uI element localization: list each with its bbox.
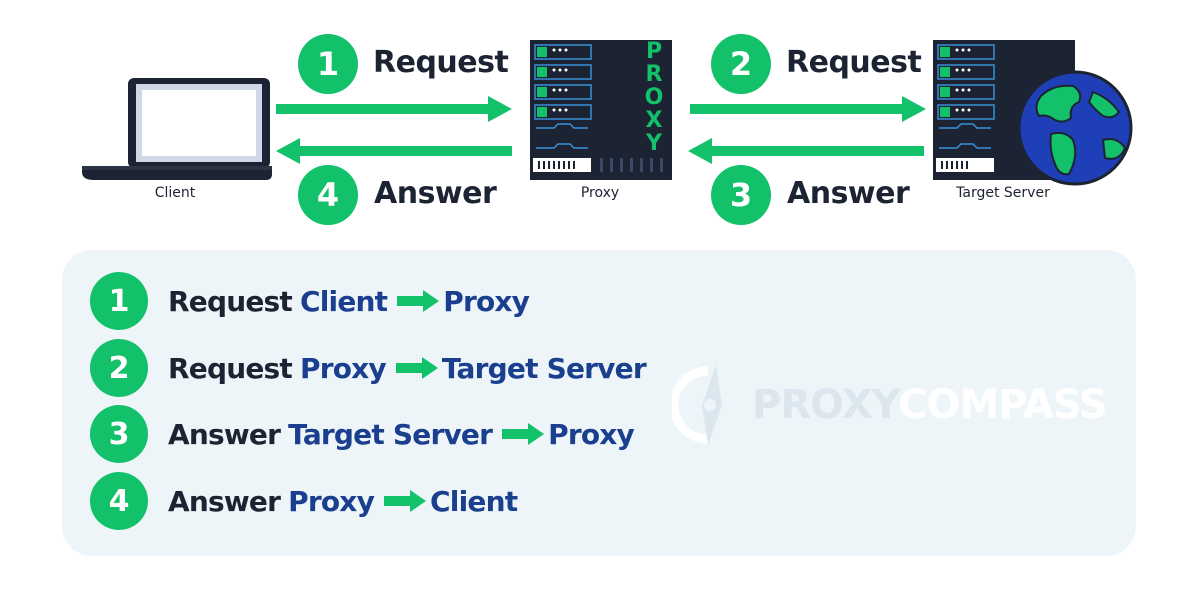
legend-panel bbox=[62, 250, 1136, 556]
legend-row: 4 Answer Proxy Client bbox=[90, 472, 518, 530]
legend-badge: 1 bbox=[90, 272, 148, 330]
legend-from: Proxy bbox=[299, 351, 387, 385]
step-3-label: Answer bbox=[787, 176, 910, 211]
proxy-sign-letter: O bbox=[644, 85, 664, 110]
proxy-sign-letter: P bbox=[645, 39, 663, 64]
watermark-part2: COMPASS bbox=[898, 382, 1108, 428]
legend-from: Client bbox=[299, 284, 388, 318]
legend-badge: 2 bbox=[90, 339, 148, 397]
arrow-right-icon bbox=[690, 96, 926, 122]
laptop-icon bbox=[82, 78, 272, 180]
proxy-sign: P R O X Y bbox=[642, 40, 666, 155]
legend-to: Target Server bbox=[441, 351, 647, 385]
legend-action: Answer bbox=[168, 484, 281, 518]
watermark: PROXYCOMPASS bbox=[672, 365, 1112, 445]
step-2-label: Request bbox=[786, 45, 922, 80]
legend-row: 1 Request Client Proxy bbox=[90, 272, 530, 330]
legend-to: Client bbox=[430, 484, 518, 518]
client-label: Client bbox=[154, 185, 196, 201]
watermark-part1: PROXY bbox=[752, 382, 899, 428]
step-4-label: Answer bbox=[374, 176, 497, 211]
legend-row: 2 Request Proxy Target Server bbox=[90, 339, 647, 397]
legend-from: Target Server bbox=[288, 417, 493, 451]
arrow-left-icon bbox=[688, 138, 924, 164]
target-server-label: Target Server bbox=[956, 185, 1050, 201]
legend-action: Request bbox=[168, 284, 293, 318]
legend-arrow-icon bbox=[502, 423, 545, 445]
proxy-sign-letter: Y bbox=[646, 131, 662, 156]
legend-from: Proxy bbox=[288, 484, 375, 518]
arrow-left-icon bbox=[276, 138, 512, 164]
legend-to: Proxy bbox=[548, 417, 635, 451]
legend-arrow-icon bbox=[395, 357, 438, 379]
legend-badge: 4 bbox=[90, 472, 148, 530]
proxy-sign-letter: R bbox=[645, 62, 663, 87]
watermark-text: PROXYCOMPASS bbox=[752, 382, 1108, 428]
target-server-icon bbox=[933, 40, 1133, 186]
legend-action: Answer bbox=[168, 417, 281, 451]
proxy-label: Proxy bbox=[580, 185, 620, 201]
step-2-badge: 2 bbox=[711, 34, 771, 94]
step-3-badge: 3 bbox=[711, 165, 771, 225]
step-4-badge: 4 bbox=[298, 165, 358, 225]
step-1-label: Request bbox=[373, 45, 509, 80]
proxy-server-icon bbox=[530, 40, 672, 180]
legend-row: 3 Answer Target Server Proxy bbox=[90, 405, 635, 463]
arrow-right-icon bbox=[276, 96, 512, 122]
legend-arrow-icon bbox=[397, 290, 440, 312]
legend-arrow-icon bbox=[384, 490, 427, 512]
legend-badge: 3 bbox=[90, 405, 148, 463]
compass-logo-icon bbox=[672, 365, 722, 445]
step-1-badge: 1 bbox=[298, 34, 358, 94]
proxy-sign-letter: X bbox=[645, 108, 663, 133]
legend-to: Proxy bbox=[443, 284, 530, 318]
legend-action: Request bbox=[168, 351, 293, 385]
